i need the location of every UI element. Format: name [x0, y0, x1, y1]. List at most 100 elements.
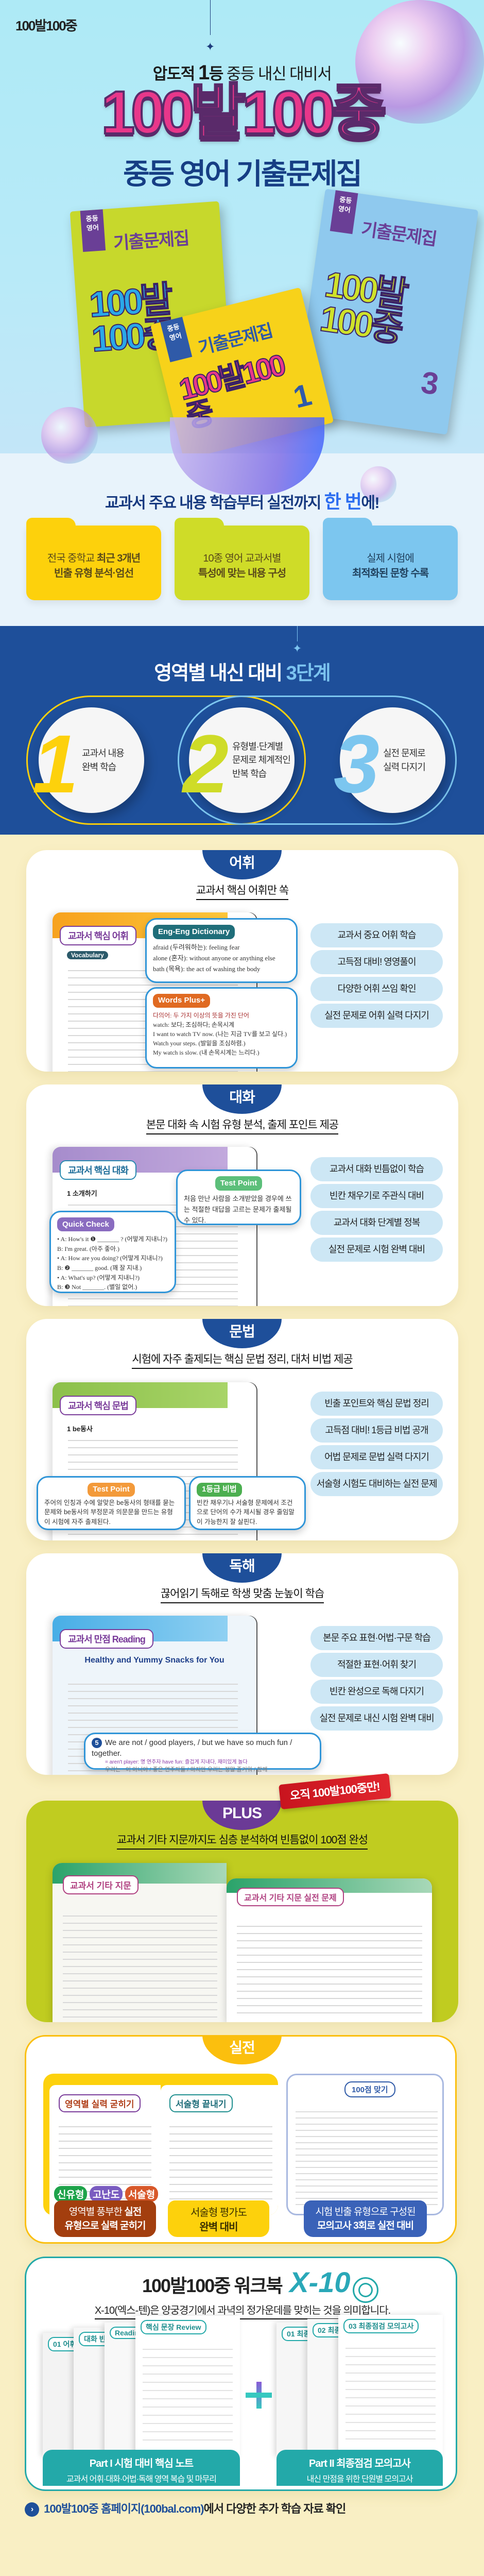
hero-title: 100발100중 [100, 79, 388, 147]
section-badge: 실전 [202, 2037, 282, 2064]
feature-pill: 빈칸 완성으로 독해 다지기 [310, 1680, 443, 1704]
page-heading: Healthy and Yummy Snacks for You [84, 1656, 224, 1665]
tagline-post: 중등 내신 대비서 [222, 65, 332, 83]
book-page-preview: 02 최종점검 [307, 2319, 338, 2456]
tagline-pre: 압도적 [152, 65, 198, 83]
book-page-preview: 핵심 문장 Review [135, 2316, 240, 2456]
section-subtitle: 시험에 자주 출제되는 핵심 문법 정리, 대처 비법 제공 [26, 1351, 458, 1369]
intro-headline: 교과서 주요 내용 학습부터 실전까지 한 번에! [105, 491, 380, 512]
feature-pill: 고득점 대비! 영영풀이 [310, 950, 443, 974]
sparkle-icon: ✦ [205, 40, 215, 53]
tagline-rank-suffix: 등 [209, 65, 224, 83]
section-subtitle: 끊어읽기 독해로 학생 맞춤 눈높이 학습 [26, 1585, 458, 1603]
feature-pill: 실전 문제로 내신 시험 완벽 대비 [310, 1706, 443, 1731]
section-subtitle: 본문 대화 속 시험 유형 분석, 출제 포인트 제공 [26, 1116, 458, 1134]
test-point-callout: Test Point 주어의 인칭과 수에 알맞은 be동사의 형태를 묻는 문… [37, 1476, 186, 1530]
secret-tip-callout: 1등급 비법 빈칸 채우기나 서술형 문제에서 조건으로 단어의 수가 제시될 … [189, 1476, 306, 1530]
x10-mark: X-10 [289, 2266, 351, 2298]
feature-pill: 실전 문제로 어휘 실력 다지기 [310, 1004, 443, 1028]
test-point-callout: Test Point 처음 만난 사람을 소개받았을 경우에 쓰는 적절한 대답… [176, 1170, 301, 1225]
step-ring-blue [178, 696, 457, 825]
type-tags: 신유형 고난도 서술형 [54, 2186, 159, 2202]
steps-title: 영역별 내신 대비 3단계 [154, 663, 331, 684]
hero-tagline: 압도적 1등 중등 내신 대비서 [0, 61, 484, 84]
liquid-decoration [170, 417, 324, 495]
tag-difficult: 고난도 [89, 2186, 123, 2202]
page-tab: 100점 맞기 [344, 2081, 395, 2097]
tag-new-type: 신유형 [54, 2186, 88, 2202]
quick-check-callout: Quick Check • A: How's it ❶ _______ ? (어… [49, 1211, 176, 1293]
book-page-preview: 대화 빈칸 [74, 2328, 118, 2456]
divider-line [210, 0, 211, 35]
plus-icon [246, 2382, 272, 2409]
book-title: 기출문제집 [360, 219, 438, 249]
homepage-link[interactable]: › 100발100중 홈페이지(100bal.com)에서 다양한 추가 학습 … [25, 2500, 346, 2517]
page-tab: 교과서 기타 지문 [63, 1875, 139, 1894]
brand-logo[interactable]: 100발100중 [15, 18, 78, 33]
feature-pill: 적절한 표현·어휘 찾기 [310, 1653, 443, 1677]
plus-card: PLUS 교과서 기타 지문까지도 심층 분석하여 빈틈없이 100점 완성 교… [26, 1801, 458, 2022]
divider-line [297, 626, 298, 641]
page-section-label: 1 be동사 [67, 1425, 93, 1433]
section-badge: 문법 [202, 1319, 282, 1348]
page-tab: 교과서 핵심 문법 [60, 1396, 136, 1415]
workbook-description: X-10(엑스-텐)은 양궁경기에서 과녁의 정가운데를 맞히는 것을 의미합니… [26, 2302, 456, 2319]
dialog-card: 대화 본문 대화 속 시험 유형 분석, 출제 포인트 제공 교과서 핵심 대화… [26, 1084, 458, 1306]
bubble-decoration [355, 0, 484, 124]
book-page-preview: 01 최종점검 [276, 2323, 307, 2456]
book-title: 기출문제집 [112, 228, 189, 253]
book-logo: 100발100중 [317, 263, 409, 349]
section-badge: 대화 [202, 1084, 282, 1114]
section-badge: 어휘 [202, 850, 282, 879]
practice-card: 실전 영역별 실력 굳히기 서술형 끝내기 100점 맞기 신유형 고난도 서술… [25, 2035, 457, 2244]
page-section-label: Vocabulary [67, 951, 108, 959]
section-subtitle: 교과서 기타 지문까지도 심층 분석하여 빈틈없이 100점 완성 [26, 1832, 458, 1850]
page-tab: 영역별 실력 굳히기 [59, 2094, 141, 2112]
grammar-card: 문법 시험에 자주 출제되는 핵심 문법 정리, 대처 비법 제공 교과서 핵심… [26, 1319, 458, 1540]
section-badge: 독해 [202, 1553, 282, 1583]
feature-pill: 다양한 어휘 쓰임 확인 [310, 977, 443, 1001]
section-subtitle: 교과서 핵심 어휘만 쏙 [26, 882, 458, 900]
feature-pill: 빈칸 채우기로 주관식 대비 [310, 1184, 443, 1208]
page-tab: 교과서 핵심 어휘 [60, 926, 136, 945]
tagline-rank: 1 [198, 61, 210, 84]
page-tab: 교과서 기타 지문 실전 문제 [237, 1888, 344, 1906]
page-tab: 교과서 만점 Reading [60, 1629, 153, 1649]
target-icon [352, 2277, 378, 2303]
feature-pill: 어법 문제로 문법 실력 다지기 [310, 1445, 443, 1469]
bubble-decoration [41, 407, 98, 464]
feature-pill: 본문 주요 표현·어법·구문 학습 [310, 1626, 443, 1650]
book-page-preview: 교과서 기타 지문 실전 문제 [227, 1878, 432, 2022]
feature-pill: 교과서 대화 단계별 정복 [310, 1211, 443, 1235]
book-page-preview: 01 어휘 [43, 2333, 82, 2456]
book-page-preview: 03 최종점검 모의고사 [338, 2315, 443, 2456]
book-page-preview: 교과서 기타 지문 [53, 1863, 227, 2022]
feature-pill: 빈출 포인트와 핵심 문법 정리 [310, 1392, 443, 1416]
hero-subtitle: 중등 영어 기출문제집 [123, 158, 362, 190]
workbook-card: 100발100중 워크북 X-10 X-10(엑스-텐)은 양궁경기에서 과녁의… [25, 2257, 457, 2491]
page-tab: 서술형 끝내기 [169, 2094, 233, 2112]
feature-pill: 실전 문제로 시험 완벽 대비 [310, 1238, 443, 1262]
workbook-title: 100발100중 워크북 X-10 [142, 2265, 378, 2303]
book-page-preview: 100점 맞기 [286, 2074, 444, 2215]
section-badge: PLUS [202, 1801, 282, 1830]
tag-descriptive: 서술형 [125, 2186, 159, 2202]
dictionary-callout: Eng-Eng Dictionary afraid (두려워하는): feeli… [145, 918, 298, 983]
step-ring-yellow [26, 696, 306, 825]
bubble-decoration [360, 466, 396, 502]
feature-pill: 고득점 대비! 1등급 비법 공개 [310, 1418, 443, 1443]
